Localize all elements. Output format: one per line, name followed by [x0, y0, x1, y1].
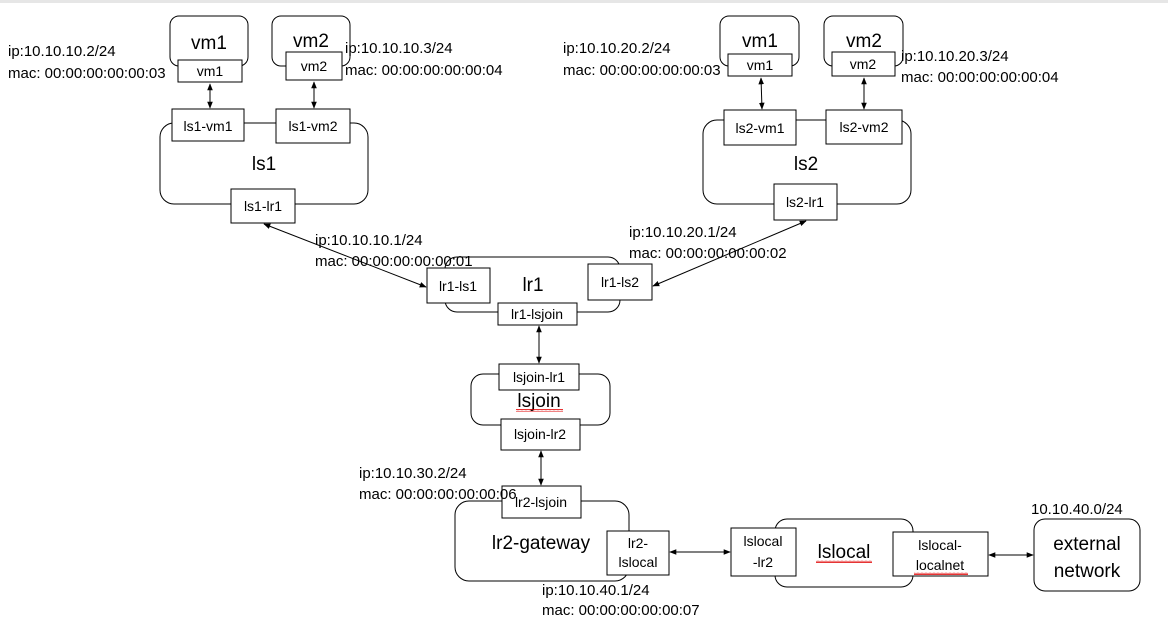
annotation-lr1-ls1-ip: ip:10.10.10.1/24 — [315, 232, 423, 249]
port-vm1-right — [727, 53, 793, 77]
port-label-vm2-left: vm2 — [301, 58, 328, 74]
window-top-edge — [0, 0, 1168, 3]
node-label-vm1-right: vm1 — [742, 31, 778, 52]
port-label-lsjoin-lr2: lsjoin-lr2 — [514, 426, 566, 442]
port-label-lslocal-localnet-line2: localnet — [916, 557, 964, 573]
port-label-lr1-ls2: lr1-ls2 — [601, 274, 639, 290]
node-external-network — [1033, 518, 1141, 592]
port-label-lr1-ls1: lr1-ls1 — [439, 278, 477, 294]
annotation-lr2-lsjoin-mac: mac: 00:00:00:00:00:06 — [359, 486, 517, 503]
port-label-lslocal-lr2-line1: lslocal — [744, 533, 783, 549]
port-label-ls1-vm1: ls1-vm1 — [183, 118, 232, 134]
node-label-lr1: lr1 — [522, 275, 543, 296]
annotation-vm1-right-mac: mac: 00:00:00:00:00:03 — [563, 62, 721, 79]
port-label-ls1-lr1: ls1-lr1 — [244, 198, 282, 214]
link-vm1-right-ls2 — [758, 77, 765, 110]
node-label-ls2: ls2 — [794, 154, 818, 175]
annotation-lr2-lsjoin-ip: ip:10.10.30.2/24 — [359, 465, 467, 482]
port-label-ls2-vm2: ls2-vm2 — [839, 119, 888, 135]
port-label-lr2-lslocal-line1: lr2- — [628, 535, 649, 551]
node-label-vm2-left: vm2 — [293, 31, 329, 52]
annotation-vm1-left-ip: ip:10.10.10.2/24 — [8, 43, 116, 60]
annotation-vm1-right-ip: ip:10.10.20.2/24 — [563, 40, 671, 57]
port-label-vm1-right: vm1 — [747, 57, 774, 73]
annotation-vm2-right-ip: ip:10.10.20.3/24 — [901, 48, 1009, 65]
port-vm1-left — [177, 59, 243, 83]
node-label-external-line2: network — [1054, 561, 1121, 582]
port-vm2-left — [285, 51, 343, 81]
port-label-lr1-lsjoin: lr1-lsjoin — [511, 306, 563, 322]
node-label-vm1-left: vm1 — [191, 33, 227, 54]
annotation-lr1-ls2-mac: mac: 00:00:00:00:00:02 — [629, 245, 787, 262]
annotation-vm2-left-ip: ip:10.10.10.3/24 — [345, 40, 453, 57]
annotation-lr2-lslocal-ip: ip:10.10.40.1/24 — [542, 582, 650, 599]
annotation-vm2-left-mac: mac: 00:00:00:00:00:04 — [345, 62, 503, 79]
port-label-vm2-right: vm2 — [850, 56, 877, 72]
port-ls2-lr1 — [773, 183, 838, 221]
port-lr2-lsjoin — [501, 485, 582, 519]
node-label-external-line1: external — [1053, 534, 1121, 555]
port-lsjoin-lr1 — [498, 363, 580, 391]
port-label-vm1-left: vm1 — [197, 63, 224, 79]
port-label-lslocal-lr2-line2: -lr2 — [753, 554, 773, 570]
node-label-lsjoin: lsjoin — [517, 391, 560, 412]
port-vm2-right — [831, 51, 896, 77]
port-label-lr2-lslocal-line2: lslocal — [619, 554, 658, 570]
port-label-lr2-lsjoin: lr2-lsjoin — [515, 494, 567, 510]
node-label-vm2-right: vm2 — [846, 31, 882, 52]
port-lsjoin-lr2 — [500, 418, 581, 451]
annotation-lr1-ls2-ip: ip:10.10.20.1/24 — [629, 224, 737, 241]
port-ls1-lr1 — [230, 188, 296, 224]
spellcheck-underline-lslocal — [816, 560, 872, 563]
port-ls2-vm2 — [825, 109, 903, 145]
port-label-ls2-lr1: ls2-lr1 — [786, 194, 824, 210]
port-label-ls1-vm2: ls1-vm2 — [288, 118, 337, 134]
port-label-lsjoin-lr1: lsjoin-lr1 — [513, 369, 565, 385]
port-lr1-ls2 — [587, 263, 653, 301]
node-label-lslocal: lslocal — [818, 542, 871, 563]
link-ls1-lr1 — [263, 223, 427, 288]
port-ls2-vm1 — [723, 109, 797, 146]
port-label-ls2-vm1: ls2-vm1 — [735, 120, 784, 136]
port-lr1-ls1 — [426, 267, 491, 304]
annotation-vm2-right-mac: mac: 00:00:00:00:00:04 — [901, 69, 1059, 86]
node-label-lr2-gateway: lr2-gateway — [492, 533, 591, 554]
spellcheck-underline-lslocal-localnet — [914, 572, 968, 575]
port-lslocal-lr2 — [730, 527, 797, 577]
port-lslocal-localnet — [892, 531, 989, 577]
port-label-lslocal-localnet-line1: lslocal- — [918, 537, 962, 553]
port-ls1-vm1 — [171, 108, 245, 142]
annotation-vm1-left-mac: mac: 00:00:00:00:00:03 — [8, 65, 166, 82]
annotation-external-subnet: 10.10.40.0/24 — [1031, 501, 1123, 518]
port-lr1-lsjoin — [497, 302, 578, 326]
annotation-lr2-lslocal-mac: mac: 00:00:00:00:00:07 — [542, 602, 700, 619]
spellcheck-underline-lsjoin — [516, 409, 563, 412]
node-label-ls1: ls1 — [252, 154, 276, 175]
port-ls1-vm2 — [275, 108, 351, 144]
annotation-lr1-ls1-mac: mac: 00:00:00:00:00:01 — [315, 253, 473, 270]
link-ls2-lr1 — [652, 220, 807, 287]
port-lr2-lslocal — [606, 530, 670, 576]
